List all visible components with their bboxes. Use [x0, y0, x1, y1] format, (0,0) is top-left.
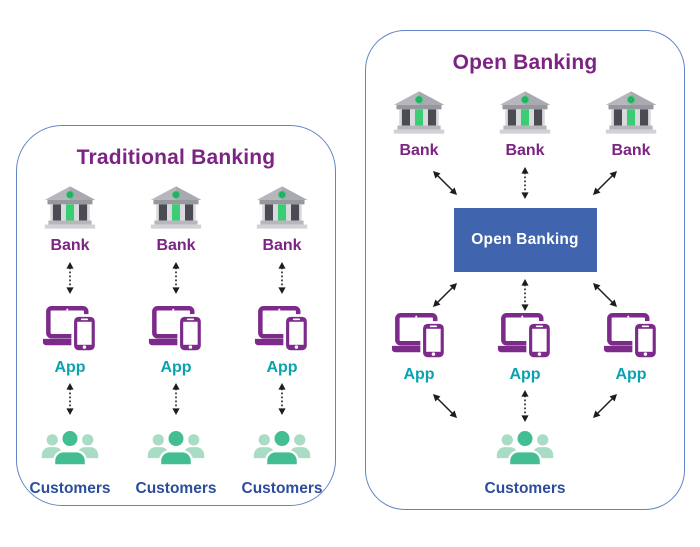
bank-unit: Bank — [498, 91, 552, 160]
diagonal-double-arrow-icon — [592, 170, 618, 195]
dotted-double-arrow-icon — [66, 261, 74, 294]
people-group-icon — [41, 428, 99, 467]
app-label: App — [403, 365, 435, 383]
bank-label: Bank — [611, 142, 651, 159]
app-label: App — [615, 365, 647, 383]
traditional-banking-title: Traditional Banking — [76, 146, 276, 169]
apps-row: App App App — [366, 312, 684, 384]
bank-building-icon — [499, 91, 551, 134]
diagonal-double-arrow-icon — [592, 282, 618, 307]
app-unit: App — [602, 312, 660, 384]
laptop-phone-icon — [42, 305, 98, 352]
apps-to-customers-arrows — [366, 390, 684, 423]
traditional-columns: Bank App — [17, 186, 335, 497]
laptop-phone-icon — [391, 312, 447, 359]
bank-unit: Bank — [604, 91, 658, 160]
traditional-banking-panel: Traditional Banking Bank — [16, 125, 336, 506]
dotted-double-arrow-icon — [521, 278, 529, 311]
bank-label: Bank — [156, 237, 196, 254]
diagonal-double-arrow-icon — [432, 170, 458, 195]
bank-label: Bank — [50, 237, 90, 254]
diagonal-double-arrow-icon — [432, 394, 458, 419]
dotted-double-arrow-icon — [521, 166, 529, 199]
people-group-icon — [253, 428, 311, 467]
app-unit: App — [496, 312, 554, 384]
open-banking-title: Open Banking — [452, 51, 598, 74]
traditional-column-3: Bank App — [230, 186, 334, 497]
app-label: App — [54, 358, 86, 376]
open-banking-hub: Open Banking — [453, 207, 597, 272]
bank-building-icon — [256, 186, 308, 229]
laptop-phone-icon — [497, 312, 553, 359]
traditional-column-2: Bank App — [124, 186, 228, 497]
hub-to-apps-arrows — [366, 278, 684, 311]
bank-building-icon — [605, 91, 657, 134]
traditional-column-1: Bank App — [18, 186, 122, 497]
laptop-phone-icon — [148, 305, 204, 352]
app-unit: App — [390, 312, 448, 384]
diagonal-double-arrow-icon — [592, 394, 618, 419]
bank-building-icon — [150, 186, 202, 229]
bank-label: Bank — [262, 237, 302, 254]
bank-label: Bank — [505, 142, 545, 159]
banks-to-hub-arrows — [366, 166, 684, 199]
bank-unit: Bank — [392, 91, 446, 160]
laptop-phone-icon — [603, 312, 659, 359]
people-group-icon — [147, 428, 205, 467]
dotted-double-arrow-icon — [278, 261, 286, 294]
open-banking-panel: Open Banking Bank — [365, 30, 685, 510]
app-label: App — [509, 365, 541, 383]
customers-label: Customers — [135, 480, 217, 498]
diagonal-double-arrow-icon — [432, 282, 458, 307]
customers-label: Customers — [241, 480, 323, 498]
dotted-double-arrow-icon — [278, 383, 286, 416]
laptop-phone-icon — [254, 305, 310, 352]
customers-label: Customers — [29, 480, 111, 498]
banks-row: Bank Bank Bank — [366, 91, 684, 160]
dotted-double-arrow-icon — [521, 390, 529, 423]
app-label: App — [266, 358, 298, 376]
dotted-double-arrow-icon — [66, 383, 74, 416]
customers-unit: Customers — [366, 427, 684, 497]
dotted-double-arrow-icon — [172, 261, 180, 294]
customers-label: Customers — [484, 480, 566, 498]
dotted-double-arrow-icon — [172, 383, 180, 416]
bank-label: Bank — [399, 142, 439, 159]
app-label: App — [160, 358, 192, 376]
bank-building-icon — [44, 186, 96, 229]
people-group-icon — [496, 428, 554, 467]
bank-building-icon — [393, 91, 445, 134]
